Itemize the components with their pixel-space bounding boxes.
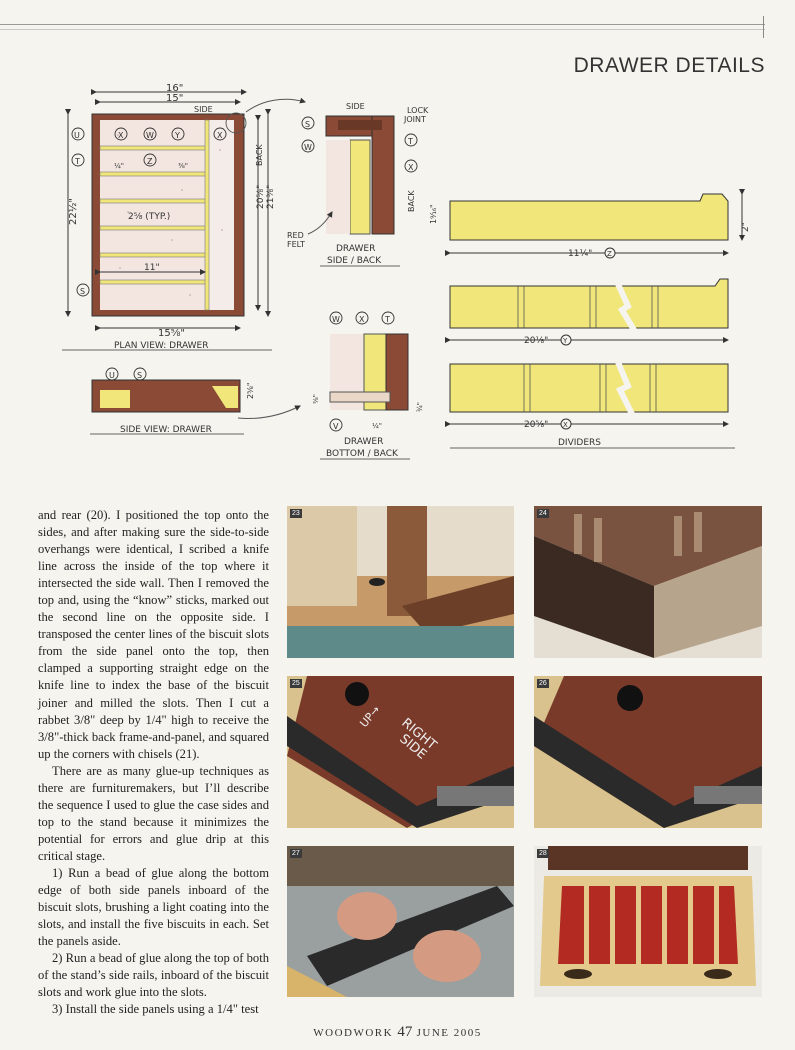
paragraph: There are as many glue-up techniques as … (38, 763, 269, 863)
side-callout-s: S (137, 371, 142, 380)
plan-quarter: ¼" (114, 162, 124, 170)
side-view-height: 2⅝" (246, 382, 255, 399)
detail2-caption-2: BOTTOM / BACK (326, 449, 399, 459)
dim-16: 16" (166, 83, 183, 94)
photo-number: 24 (537, 509, 549, 518)
felt-label-1: RED (287, 231, 304, 240)
drawer-details-drawing: 16" 15" SIDE BACK 22½" 20⅝" 21⅜" ¼" ⅜" 2… (62, 83, 751, 460)
divider-y-dim: 20⅛" (524, 336, 548, 346)
callout-w: W (146, 131, 154, 140)
detail2-caption-1: DRAWER (344, 437, 383, 447)
dividers-caption: DIVIDERS (558, 438, 601, 448)
header-rule-thin (0, 29, 765, 30)
dividers-detail: 1⁹⁄₁₆" 2" 11¼" Z 20⅛" Y 20⅝" X DIVIDERS (429, 189, 751, 449)
divider-y-letter: Y (562, 337, 568, 345)
callout-t: T (74, 157, 80, 166)
detail-callout-w: W (304, 143, 312, 152)
bottom-callout-x: X (359, 315, 365, 324)
detail-bottom-back: W X T V ⅜" ¼" ¾" DRAWER BOTTOM / BACK (312, 311, 424, 460)
footer-date: JUNE 2005 (416, 1027, 482, 1039)
detail-side-back: SIDE LOCK JOINT S W T X BACK RED FELT DR… (287, 102, 429, 267)
photo-number: 27 (290, 849, 302, 858)
bottom-dim-a: ⅜" (312, 394, 320, 404)
divider-h2: 2" (741, 222, 751, 232)
dim-21-3-8: 21⅜" (266, 185, 276, 209)
side-view: U S 2⅝" SIDE VIEW: DRAWER (90, 367, 301, 435)
divider-x-letter: X (563, 421, 568, 429)
detail-back-label: BACK (407, 190, 416, 212)
callout-x: X (118, 131, 124, 140)
article-body: and rear (20). I positioned the top onto… (38, 507, 269, 1018)
plan-caption: PLAN VIEW: DRAWER (114, 341, 208, 351)
photo-26: 26 (534, 676, 762, 828)
photo-27: 27 (287, 846, 514, 997)
callout-y: Y (174, 131, 180, 140)
side-view-caption: SIDE VIEW: DRAWER (120, 425, 212, 435)
section-title: DRAWER DETAILS (573, 54, 765, 77)
paragraph: 2) Run a bead of glue along the top of b… (38, 951, 269, 1000)
detail-side-label: SIDE (346, 102, 365, 111)
felt-label-2: FELT (287, 240, 305, 249)
plan-three-eighths: ⅜" (178, 162, 188, 170)
dim-20-5-8: 20⅝" (256, 185, 266, 209)
footer-magazine: WOODWORK (313, 1027, 394, 1039)
detail1-caption-2: SIDE / BACK (327, 256, 382, 266)
photo-number: 28 (537, 849, 549, 858)
callout-s: S (80, 287, 85, 296)
divider-z-letter: Z (607, 250, 612, 258)
plan-side-label: SIDE (194, 105, 213, 114)
photo-number: 23 (290, 509, 302, 518)
detail1-caption-1: DRAWER (336, 244, 375, 254)
divider-x-dim: 20⅝" (524, 420, 548, 430)
bottom-dim-b: ¼" (372, 422, 382, 430)
lock-label-2: JOINT (403, 115, 426, 124)
callout-u: U (74, 131, 80, 140)
plan-back-label: BACK (255, 144, 264, 166)
photo-number: 25 (290, 679, 302, 688)
callout-z: Z (147, 157, 153, 166)
dim-15: 15" (166, 93, 183, 104)
detail-callout-s: S (305, 120, 310, 129)
paragraph: 1) Run a bead of glue along the bottom e… (38, 865, 269, 949)
photo-number: 26 (537, 679, 549, 688)
divider-h1: 1⁹⁄₁₆" (429, 204, 438, 224)
detail-callout-x: X (408, 163, 414, 172)
page-footer: WOODWORK 47 JUNE 2005 (0, 1024, 795, 1041)
plan-typ: 2⅝ (TYP.) (128, 212, 170, 222)
paragraph: and rear (20). I positioned the top onto… (38, 508, 269, 761)
paragraph: 3) Install the side panels using a 1/4" … (52, 1002, 259, 1017)
plan-view: 16" 15" SIDE BACK 22½" 20⅝" 21⅜" ¼" ⅜" 2… (62, 83, 306, 351)
detail-callout-t: T (407, 137, 413, 146)
divider-z-dim: 11¼" (568, 249, 592, 259)
bottom-callout-v: V (333, 422, 339, 431)
photo-28: 28 (534, 846, 762, 997)
bottom-callout-t: T (384, 315, 390, 324)
header-rule (0, 24, 765, 25)
dim-15-5-8: 15⅝" (158, 328, 185, 339)
lock-label-1: LOCK (407, 106, 429, 115)
side-callout-u: U (109, 371, 115, 380)
bottom-callout-w: W (332, 315, 340, 324)
photo-23: 23 (287, 506, 514, 658)
callout-x2: X (217, 131, 223, 140)
photo-24: 24 (534, 506, 762, 658)
footer-page-number: 47 (397, 1024, 413, 1040)
dim-11: 11" (144, 263, 160, 273)
bottom-dim-c: ¾" (416, 402, 424, 412)
header-tick (763, 16, 764, 38)
photo-25: RIGHT SIDE UP→ 25 (287, 676, 514, 828)
dim-22-half: 22½" (67, 198, 79, 225)
